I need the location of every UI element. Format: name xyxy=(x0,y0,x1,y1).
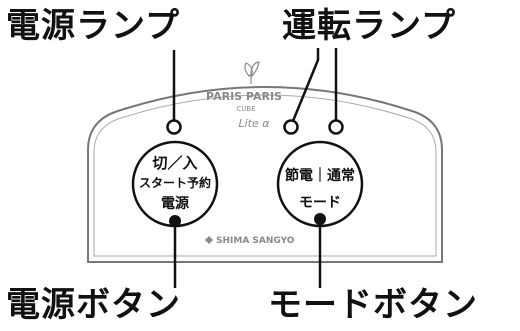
logo-line1: PARIS PARIS xyxy=(206,90,282,103)
run-lamp-right xyxy=(328,119,344,135)
logo-line2: CUBE xyxy=(236,105,255,113)
power-lamp-callout: 電源ランプ xyxy=(6,6,180,46)
shima-logo-icon xyxy=(205,236,213,244)
maker-name: SHIMA SANGYO xyxy=(216,236,295,246)
run-lamp-leader-left xyxy=(291,48,320,122)
panel-outline xyxy=(87,86,443,263)
power-button-dot xyxy=(169,215,181,227)
power-lamp xyxy=(166,119,182,135)
panel-inner-outline xyxy=(93,94,437,257)
power-button[interactable]: 切／入 スタート予約 電源 xyxy=(131,140,219,228)
mode-button-line1: 節電｜通常 xyxy=(285,167,355,184)
leaf-logo-icon xyxy=(244,61,260,84)
power-button-line1: 切／入 xyxy=(152,154,197,172)
mode-button-line2: モード xyxy=(299,195,341,211)
power-button-line2: スタート予約 xyxy=(139,175,211,190)
mode-button[interactable]: 節電｜通常 モード xyxy=(276,140,364,228)
mode-button-dot xyxy=(314,213,326,225)
power-button-callout: 電源ボタン xyxy=(6,285,181,325)
run-lamp-callout: 運転ランプ xyxy=(282,6,456,46)
run-lamp-left xyxy=(283,119,299,135)
power-button-line3: 電源 xyxy=(161,195,189,212)
logo-line3: Lite α xyxy=(238,117,270,130)
mode-button-callout: モードボタン xyxy=(268,285,478,325)
